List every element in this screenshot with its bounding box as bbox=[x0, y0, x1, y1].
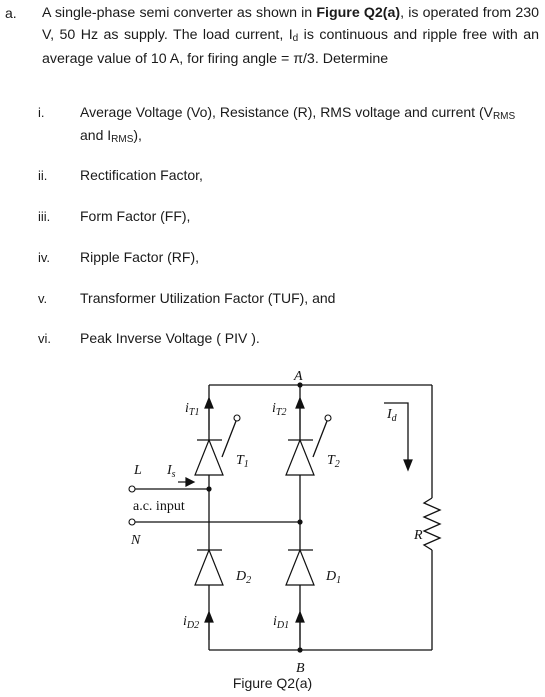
load-current-label: Id bbox=[386, 407, 398, 424]
intro-text-post: , is operated from 230 V, 50 Hz as suppl… bbox=[42, 5, 540, 43]
item-number: v. bbox=[38, 291, 48, 306]
item-number: iii. bbox=[38, 209, 51, 224]
intro-subscript: d bbox=[292, 32, 299, 44]
current-label-iD2: iD2 bbox=[183, 614, 199, 631]
resistor-label: R bbox=[413, 528, 423, 543]
item-number: i. bbox=[38, 105, 45, 120]
intro-text-end: is continuous and ripple free with an av… bbox=[42, 26, 539, 68]
item-text: Transformer Utilization Factor (TUF), an… bbox=[80, 290, 336, 306]
ac-input-label: a.c. input bbox=[133, 499, 185, 514]
current-label-Is: Is bbox=[166, 463, 176, 480]
item-text: Ripple Factor (RF), bbox=[80, 249, 200, 265]
current-label-iD1: iD1 bbox=[273, 614, 289, 631]
diode-D1-label: D1 bbox=[325, 569, 341, 586]
node-label-B: B bbox=[296, 661, 305, 676]
thyristor-T1-label: T1 bbox=[236, 453, 249, 470]
item-text: Form Factor (FF), bbox=[80, 208, 191, 224]
figure-reference: Figure Q2(a) bbox=[316, 5, 401, 21]
figure-caption: Figure Q2(a) bbox=[232, 675, 313, 691]
item-text: Peak Inverse Voltage ( PIV ). bbox=[80, 330, 260, 346]
current-label-iT2: iT2 bbox=[272, 401, 286, 418]
question-intro: A single-phase semi converter as shown i… bbox=[42, 3, 539, 71]
diode-D2-label: D2 bbox=[235, 569, 251, 586]
item-text: Average Voltage (Vo), Resistance (R), RM… bbox=[80, 104, 516, 145]
line-label-N: N bbox=[130, 533, 141, 548]
line-label-L: L bbox=[133, 463, 142, 478]
thyristor-T2-label: T2 bbox=[327, 453, 340, 470]
item-text: Rectification Factor, bbox=[80, 167, 203, 183]
intro-text-pre: A single-phase semi converter as shown i… bbox=[42, 5, 317, 21]
item-number: vi. bbox=[38, 331, 51, 346]
node-label-A: A bbox=[293, 369, 303, 384]
current-label-iT1: iT1 bbox=[185, 401, 199, 418]
item-number: ii. bbox=[38, 168, 48, 183]
question-label: a. bbox=[5, 5, 17, 21]
item-number: iv. bbox=[38, 250, 51, 265]
